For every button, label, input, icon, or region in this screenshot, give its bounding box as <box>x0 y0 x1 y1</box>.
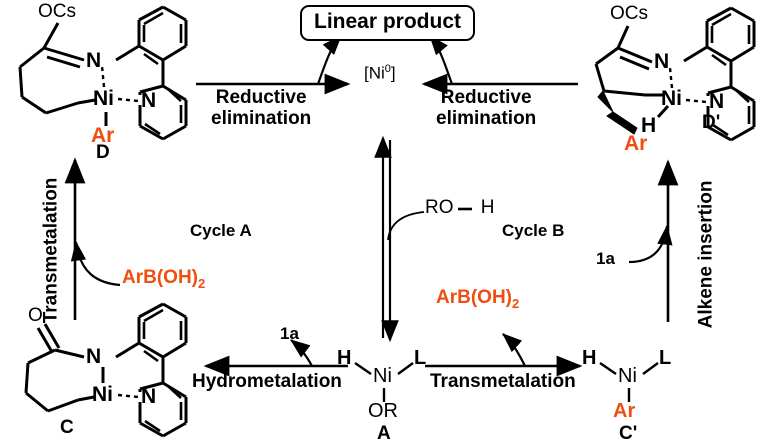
nickel-zero-bracket: ] <box>390 63 396 83</box>
reagent-text: ArB(OH) <box>122 267 198 288</box>
structure-A-hydride-label: H <box>337 347 352 369</box>
structure-C-nitrogen-2: N <box>141 385 157 408</box>
structure-Cprime-name-label: C' <box>619 423 638 444</box>
structure-C-metal-label: Ni <box>92 383 113 406</box>
step-label-line2: elimination <box>436 107 537 129</box>
arrow-reductive-elimination-left <box>196 35 351 95</box>
step-reductive-elimination-right: Reductive elimination <box>436 87 537 130</box>
cycle-b-label: Cycle B <box>502 221 565 240</box>
step-hydrometalation: Hydrometalation <box>192 371 342 392</box>
structure-Dprime-ocs-label: OCs <box>610 3 648 24</box>
reagent-arylboronic-acid-left: ArB(OH)2 <box>122 267 206 291</box>
structure-C-bonds <box>24 302 188 438</box>
step-label-line2: elimination <box>211 107 312 129</box>
reagent-alkene-1a-bottom: 1a <box>280 324 299 343</box>
structure-D-name-label: D <box>96 142 110 163</box>
structure-D-metal-label: Ni <box>93 87 114 110</box>
step-label-line1: Reductive <box>215 87 307 108</box>
structure-Dprime-name-label: D' <box>702 112 721 133</box>
structure-C-name-label: C <box>60 417 74 438</box>
arrow-transmetalation-left <box>64 157 121 320</box>
structure-Dprime-hydride-label: H <box>641 114 657 137</box>
structure-Dprime-aryl-label: Ar <box>624 132 648 155</box>
arrow-hydrometalation <box>203 339 348 377</box>
structure-Cprime-metal-label: Ni <box>618 365 637 387</box>
structure-A-alkoxide-label: OR <box>368 400 398 422</box>
arrow-alkene-insertion-right <box>628 159 679 322</box>
step-alkene-insertion-right: Alkene insertion <box>695 180 717 329</box>
structure-Cprime-ligand-label: L <box>659 347 672 369</box>
structure-Cprime-aryl-label: Ar <box>613 400 636 422</box>
linear-product-box: Linear product <box>300 5 476 41</box>
arrow-equilibrium-center <box>374 135 425 343</box>
structure-A-name-label: A <box>377 423 391 444</box>
reagent-arylboronic-acid-bottom: ArB(OH)2 <box>436 287 520 311</box>
reagent-subscript: 2 <box>512 295 520 311</box>
nickel-zero-species: [Ni0] <box>364 63 396 83</box>
cycle-a-label: Cycle A <box>190 221 252 240</box>
arrow-transmetalation-bottom <box>425 333 583 377</box>
structure-D-ocs-label: OCs <box>38 1 76 22</box>
structure-D-aryl-label: Ar <box>91 124 115 147</box>
step-transmetalation-left: Transmetalation <box>40 177 62 324</box>
reagent-alcohol-roh: RO H <box>425 197 495 219</box>
alcohol-h-text: H <box>480 197 495 218</box>
structure-A-metal-label: Ni <box>373 365 392 387</box>
step-transmetalation-bottom: Transmetalation <box>430 371 576 392</box>
structure-Cprime-hydride-label: H <box>582 347 597 369</box>
arrow-reductive-elimination-right <box>421 35 578 95</box>
structure-D-nitrogen-2: N <box>141 89 157 112</box>
reagent-text: ArB(OH) <box>436 287 512 308</box>
alcohol-ro-text: RO <box>425 197 454 218</box>
structure-Dprime-bonds <box>594 6 756 142</box>
structure-Dprime-metal-label: Ni <box>661 87 682 110</box>
structure-A-ligand-label: L <box>414 347 427 369</box>
structure-Dprime-nitrogen-2: N <box>709 90 725 113</box>
structure-D-bonds <box>18 5 188 141</box>
nickel-zero-text: [Ni <box>364 63 385 83</box>
structure-Cprime-bonds <box>599 362 659 402</box>
step-reductive-elimination-left: Reductive elimination <box>211 87 312 130</box>
nickel-zero-superscript: 0 <box>384 63 391 75</box>
reagent-alkene-1a-right: 1a <box>596 249 615 268</box>
structure-D-nitrogen-1: N <box>86 49 102 72</box>
step-label-line1: Reductive <box>440 87 532 108</box>
structure-Dprime-nitrogen-1: N <box>654 50 670 73</box>
structure-C-carbonyl-oxygen: O <box>28 305 43 326</box>
structure-A-bonds <box>354 362 414 402</box>
reagent-subscript: 2 <box>198 275 206 291</box>
structure-C-nitrogen-1: N <box>86 345 102 368</box>
